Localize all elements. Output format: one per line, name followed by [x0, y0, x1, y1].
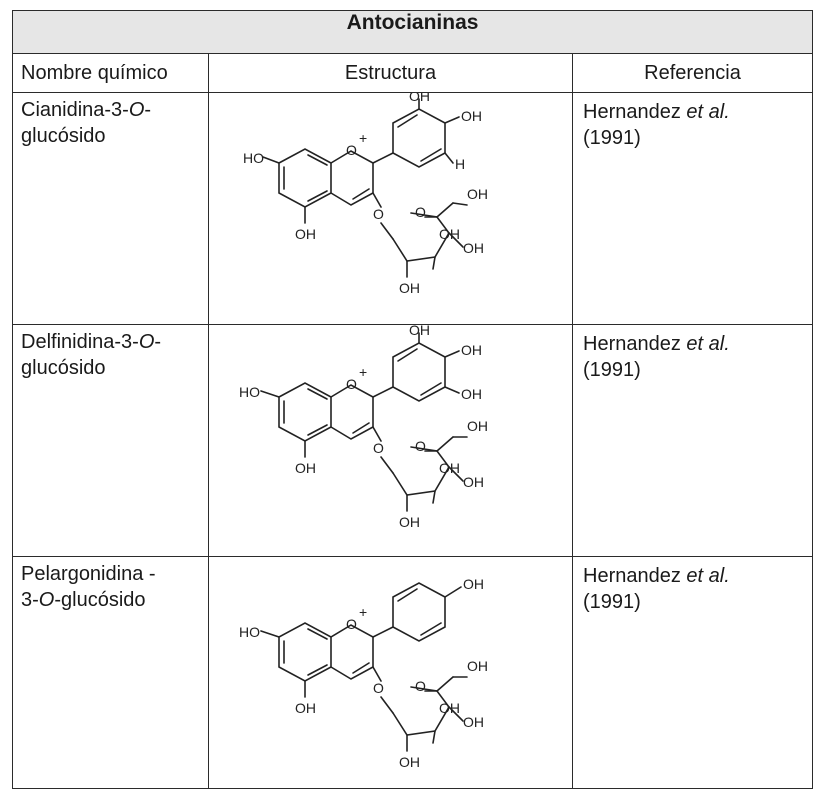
struct-label: O — [373, 440, 384, 456]
struct-label: O — [373, 680, 384, 696]
struct-label: OH — [399, 754, 420, 770]
struct-label: O — [346, 616, 357, 632]
chemical-name-cell: Cianidina-3-O- glucósido — [12, 92, 209, 325]
struct-label: O — [373, 206, 384, 222]
struct-label: + — [359, 604, 367, 620]
table-row: Pelargonidina - 3-O-glucósido — [12, 556, 814, 789]
struct-label: OH — [439, 700, 460, 716]
struct-label: + — [359, 364, 367, 380]
structure-cell: HO O + OH OH H OH O OH O OH OH OH — [208, 92, 573, 325]
reference-cell: Hernandez et al. (1991) — [571, 92, 814, 325]
struct-label: OH — [295, 700, 316, 716]
document-page: Antocianinas Nombre químico Estructura R… — [11, 10, 814, 789]
struct-label: OH — [439, 226, 460, 242]
chemical-name-cell: Delfinidina-3-O- glucósido — [12, 324, 209, 557]
struct-label: HO — [243, 150, 264, 166]
structure-cell: HO O + OH OH OH OH O OH O OH OH OH — [208, 324, 573, 557]
struct-label: O — [346, 376, 357, 392]
struct-label: HO — [239, 624, 260, 640]
struct-label: HO — [239, 384, 260, 400]
delphinidin-3-glucoside-structure: HO O + OH OH OH OH O OH O OH OH OH — [239, 325, 488, 530]
table-row: Cianidina-3-O- glucósido — [12, 92, 814, 325]
struct-label: OH — [409, 93, 430, 104]
struct-label: + — [359, 130, 367, 146]
structure-cell: HO O + OH OH O OH O OH OH OH — [208, 556, 573, 789]
struct-label: OH — [467, 186, 488, 202]
struct-label: O — [415, 204, 426, 220]
struct-label: H — [455, 156, 465, 172]
reference-cell: Hernandez et al. (1991) — [571, 556, 814, 789]
struct-label: O — [346, 142, 357, 158]
struct-label: OH — [461, 342, 482, 358]
struct-label: OH — [463, 714, 484, 730]
reference-cell: Hernandez et al. (1991) — [571, 324, 814, 557]
struct-label: OH — [467, 658, 488, 674]
table-title: Antocianinas — [11, 10, 814, 54]
struct-label: OH — [467, 418, 488, 434]
table-row: Delfinidina-3-O- glucósido — [12, 324, 814, 557]
anthocyanin-table: Antocianinas Nombre químico Estructura R… — [11, 10, 814, 789]
header-reference: Referencia — [571, 53, 814, 93]
cyanidin-3-glucoside-structure: HO O + OH OH H OH O OH O OH OH OH — [243, 93, 488, 296]
struct-label: OH — [463, 240, 484, 256]
pelargonidin-3-glucoside-structure: HO O + OH OH O OH O OH OH OH — [239, 576, 488, 770]
struct-label: OH — [461, 108, 482, 124]
struct-label: OH — [295, 460, 316, 476]
struct-label: OH — [295, 226, 316, 242]
struct-label: OH — [439, 460, 460, 476]
struct-label: OH — [463, 474, 484, 490]
struct-label: OH — [399, 280, 420, 296]
chemical-name-cell: Pelargonidina - 3-O-glucósido — [12, 556, 209, 789]
struct-label: OH — [463, 576, 484, 592]
header-chemical-name: Nombre químico — [12, 53, 209, 93]
struct-label: O — [415, 678, 426, 694]
header-structure: Estructura — [208, 53, 573, 93]
struct-label: OH — [461, 386, 482, 402]
struct-label: OH — [409, 325, 430, 338]
struct-label: OH — [399, 514, 420, 530]
struct-label: O — [415, 438, 426, 454]
